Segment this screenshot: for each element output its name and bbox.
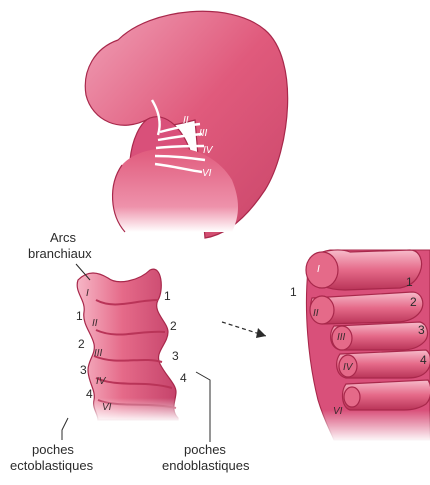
poches-ecto-label-line2: ectoblastiques bbox=[10, 458, 94, 473]
left-arch-label: III bbox=[94, 348, 103, 359]
endo-leader-line bbox=[196, 372, 210, 442]
left-arch-label: II bbox=[92, 318, 98, 329]
embryo-arch-label: III bbox=[199, 128, 208, 139]
right-arch-label: I bbox=[317, 264, 320, 275]
embryo-arch-label: II bbox=[183, 115, 189, 126]
left-arch-label: VI bbox=[102, 402, 112, 413]
poches-endo-label-line1: poches bbox=[184, 442, 226, 457]
left-endo-pouch-number: 3 bbox=[172, 349, 179, 363]
left-section-illustration: I II III IV VI 1 2 3 4 1 2 3 4 bbox=[62, 264, 210, 442]
right-ecto-pouch-number: 1 bbox=[290, 285, 297, 299]
poches-ecto-label-line1: poches bbox=[32, 442, 74, 457]
transition-arrow bbox=[222, 322, 266, 338]
left-arch-label: I bbox=[86, 288, 89, 299]
right-section-illustration: I II III IV VI 1 1 2 3 4 bbox=[290, 250, 430, 442]
right-arch-label: IV bbox=[343, 362, 354, 373]
left-ecto-pouch-number: 2 bbox=[78, 337, 85, 351]
left-ecto-pouch-number: 3 bbox=[80, 363, 87, 377]
arcs-label-line1: Arcs bbox=[50, 230, 77, 245]
embryo-arch-label: VI bbox=[202, 168, 212, 179]
right-endo-pouch-number: 3 bbox=[418, 323, 425, 337]
embryo-arch-label: I bbox=[158, 120, 161, 131]
right-arch-label: VI bbox=[333, 406, 343, 417]
left-endo-pouch-number: 1 bbox=[164, 289, 171, 303]
left-endo-pouch-number: 2 bbox=[170, 319, 177, 333]
left-ecto-pouch-number: 4 bbox=[86, 387, 93, 401]
right-endo-pouch-number: 1 bbox=[406, 275, 413, 289]
arcs-label-line2: branchiaux bbox=[28, 246, 92, 261]
right-arch-label: III bbox=[337, 332, 346, 343]
ecto-leader-line bbox=[62, 418, 68, 440]
right-endo-pouch-number: 4 bbox=[420, 353, 427, 367]
right-arch-label: II bbox=[313, 308, 319, 319]
left-arch-label: IV bbox=[96, 376, 107, 387]
right-endo-pouch-number: 2 bbox=[410, 295, 417, 309]
left-endo-pouch-number: 4 bbox=[180, 371, 187, 385]
poches-endo-label-line2: endoblastiques bbox=[162, 458, 250, 473]
embryo-illustration: I II III IV VI bbox=[85, 11, 287, 238]
left-ecto-pouch-number: 1 bbox=[76, 309, 83, 323]
embryo-arch-label: IV bbox=[203, 145, 214, 156]
